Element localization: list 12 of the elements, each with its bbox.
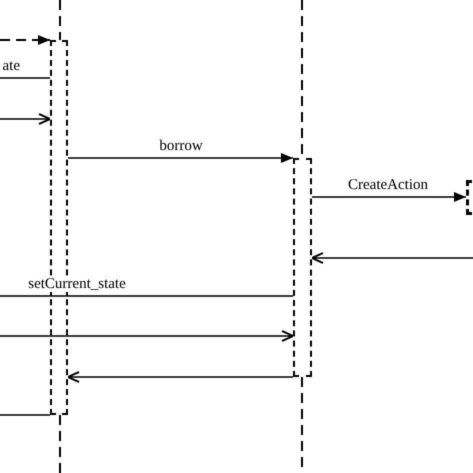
message-line bbox=[0, 77, 50, 79]
message-arrow bbox=[68, 153, 293, 163]
message-arrow bbox=[0, 35, 50, 45]
edge-label: setCurrent_state bbox=[27, 276, 127, 292]
message-arrow bbox=[311, 252, 473, 264]
message-arrow bbox=[0, 330, 294, 342]
message-line bbox=[0, 414, 50, 416]
message-arrow bbox=[67, 371, 293, 383]
activation-bar bbox=[293, 158, 312, 377]
message-arrow bbox=[312, 192, 466, 202]
message-line bbox=[0, 295, 293, 297]
message-arrow bbox=[0, 113, 51, 125]
